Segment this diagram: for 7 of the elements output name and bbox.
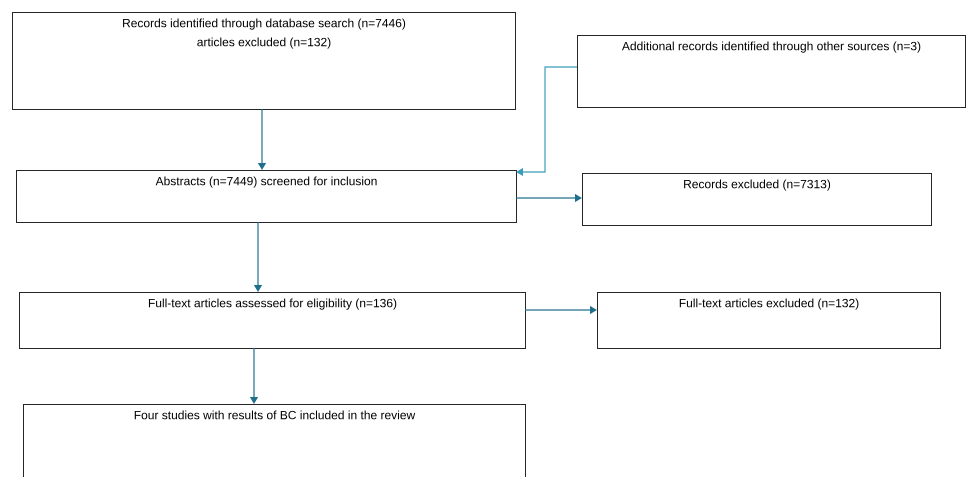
- process-box: Records identified through database search (n=7446) articles excluded (n=132): [12, 12, 516, 110]
- process-box: Full-text articles excluded (n=132): [597, 292, 941, 349]
- process-box: Full-text articles assessed for eligibility (n=136): [19, 292, 526, 349]
- process-box: Additional records identified through other sources (n=3): [577, 35, 966, 108]
- process-box: Records excluded (n=7313): [582, 173, 932, 226]
- process-box: Four studies with results of BC included in the review: [23, 404, 526, 477]
- process-box: Abstracts (n=7449) screened for inclusion: [16, 170, 517, 223]
